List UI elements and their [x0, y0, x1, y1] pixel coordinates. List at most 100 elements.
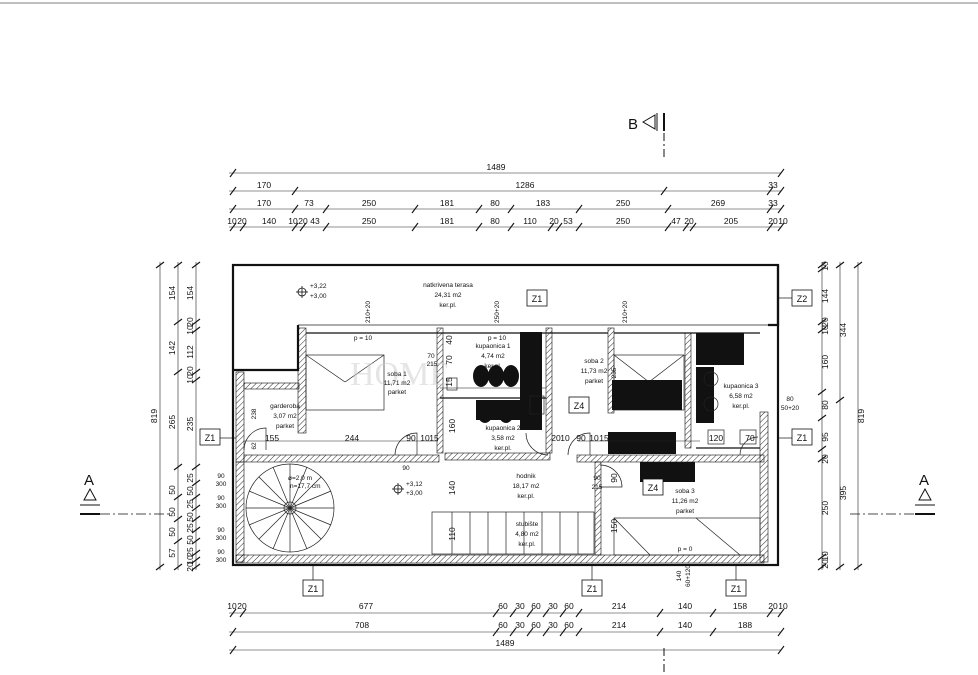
svg-text:90: 90 — [406, 433, 416, 443]
svg-text:10: 10 — [185, 325, 195, 335]
svg-text:80: 80 — [786, 396, 794, 403]
svg-text:10: 10 — [820, 261, 830, 271]
svg-text:90: 90 — [217, 549, 225, 556]
furniture — [305, 332, 761, 556]
stair-rises: 90 300 90 300 90 300 90 300 — [216, 473, 227, 564]
svg-text:250: 250 — [616, 216, 630, 226]
left-dimensions: 819 154 142 265 50 50 50 57 154 20 10 11… — [149, 261, 201, 572]
svg-text:57: 57 — [167, 548, 177, 558]
svg-text:10: 10 — [227, 601, 237, 611]
svg-text:+3,00: +3,00 — [406, 490, 423, 497]
svg-text:154: 154 — [167, 286, 177, 300]
svg-text:30: 30 — [515, 620, 525, 630]
svg-text:10: 10 — [589, 433, 599, 443]
svg-text:60: 60 — [498, 620, 508, 630]
svg-text:181: 181 — [440, 216, 454, 226]
svg-text:215: 215 — [592, 484, 603, 491]
svg-text:250: 250 — [362, 198, 376, 208]
svg-text:20: 20 — [820, 454, 830, 464]
svg-text:120: 120 — [709, 433, 723, 443]
room-soba-1: soba 1 11,71 m2 parket — [384, 371, 411, 396]
svg-text:20: 20 — [820, 317, 830, 327]
svg-text:20: 20 — [768, 216, 778, 226]
svg-text:parket: parket — [388, 389, 406, 396]
svg-text:43: 43 — [310, 216, 320, 226]
svg-text:73: 73 — [304, 198, 314, 208]
svg-text:90: 90 — [402, 465, 410, 472]
svg-text:181: 181 — [440, 198, 454, 208]
svg-text:A: A — [84, 472, 94, 489]
svg-text:15: 15 — [599, 433, 609, 443]
svg-text:kupaonica 1: kupaonica 1 — [475, 343, 510, 350]
svg-text:20: 20 — [237, 601, 247, 611]
svg-text:708: 708 — [355, 620, 369, 630]
svg-text:80: 80 — [490, 216, 500, 226]
svg-text:214: 214 — [612, 620, 626, 630]
svg-text:25: 25 — [185, 523, 195, 533]
svg-text:90: 90 — [609, 473, 619, 483]
svg-text:60: 60 — [564, 620, 574, 630]
svg-text:20: 20 — [298, 216, 308, 226]
svg-text:25: 25 — [185, 499, 195, 509]
room-kupaonica-2: kupaonica 2 3,58 m2 ker.pl. — [485, 425, 520, 452]
tag-z2: Z2 — [778, 289, 813, 307]
svg-text:10: 10 — [185, 374, 195, 384]
svg-text:10: 10 — [288, 216, 298, 226]
svg-text:hodnik: hodnik — [516, 473, 536, 480]
svg-text:10: 10 — [227, 216, 237, 226]
svg-text:30: 30 — [515, 601, 525, 611]
svg-text:90: 90 — [593, 475, 601, 482]
doors — [243, 427, 759, 488]
svg-text:110: 110 — [447, 527, 457, 541]
svg-text:214: 214 — [612, 601, 626, 611]
svg-text:10: 10 — [778, 216, 788, 226]
tag-z1-bottom-2: Z1 — [581, 565, 603, 597]
svg-text:soba 3: soba 3 — [675, 488, 695, 495]
tag-z1-right: Z1 — [778, 428, 813, 446]
svg-text:20: 20 — [768, 601, 778, 611]
svg-text:30: 30 — [548, 601, 558, 611]
svg-text:p = 0: p = 0 — [678, 546, 693, 553]
svg-text:10: 10 — [560, 433, 570, 443]
straight-stair — [431, 511, 595, 555]
tag-z1-left: Z1 — [199, 428, 236, 446]
tag-z4-upper: Z4 — [568, 396, 590, 414]
svg-text:1489: 1489 — [496, 638, 515, 648]
svg-text:33: 33 — [768, 198, 778, 208]
svg-text:50: 50 — [185, 512, 195, 522]
svg-text:140: 140 — [676, 570, 683, 581]
svg-text:160: 160 — [820, 355, 830, 369]
tag-z1-top: Z1 — [526, 289, 548, 307]
svg-text:p = 10: p = 10 — [354, 335, 373, 342]
svg-text:parket: parket — [676, 508, 694, 515]
level-marker-terrace: +3,22 +3,00 — [296, 283, 327, 300]
inner-dimensions: 155 244 90 10 15 20 10 90 10 15 120 70 2… — [244, 335, 755, 541]
svg-text:3,07 m2: 3,07 m2 — [273, 413, 297, 420]
svg-text:Z1: Z1 — [308, 584, 319, 594]
svg-text:140: 140 — [262, 216, 276, 226]
svg-text:20: 20 — [684, 216, 694, 226]
svg-text:90: 90 — [576, 433, 586, 443]
svg-text:soba 1: soba 1 — [387, 371, 407, 378]
svg-text:140: 140 — [678, 620, 692, 630]
svg-text:30: 30 — [548, 620, 558, 630]
svg-text:soba 2: soba 2 — [584, 358, 604, 365]
svg-text:11,26 m2: 11,26 m2 — [672, 498, 699, 505]
svg-text:ker.pl.: ker.pl. — [439, 302, 457, 309]
svg-text:ker.pl.: ker.pl. — [517, 493, 535, 500]
svg-text:kupaonica 3: kupaonica 3 — [723, 383, 758, 390]
svg-text:60+120: 60+120 — [685, 565, 692, 587]
bottom-dimensions: 10 20 677 60 30 60 30 60 214 140 158 20 … — [227, 601, 788, 655]
svg-text:210+20: 210+20 — [622, 301, 629, 323]
svg-text:10: 10 — [778, 601, 788, 611]
svg-text:3,58 m2: 3,58 m2 — [491, 435, 515, 442]
svg-text:Z4: Z4 — [648, 483, 659, 493]
svg-text:395: 395 — [838, 486, 848, 500]
room-kupaonica-3: kupaonica 3 6,58 m2 ker.pl. — [723, 383, 758, 410]
svg-text:112: 112 — [185, 345, 195, 359]
svg-text:1286: 1286 — [516, 180, 535, 190]
svg-text:70: 70 — [444, 355, 454, 365]
svg-text:ker.pl.: ker.pl. — [494, 445, 512, 452]
svg-text:11,71 m2: 11,71 m2 — [384, 380, 411, 387]
